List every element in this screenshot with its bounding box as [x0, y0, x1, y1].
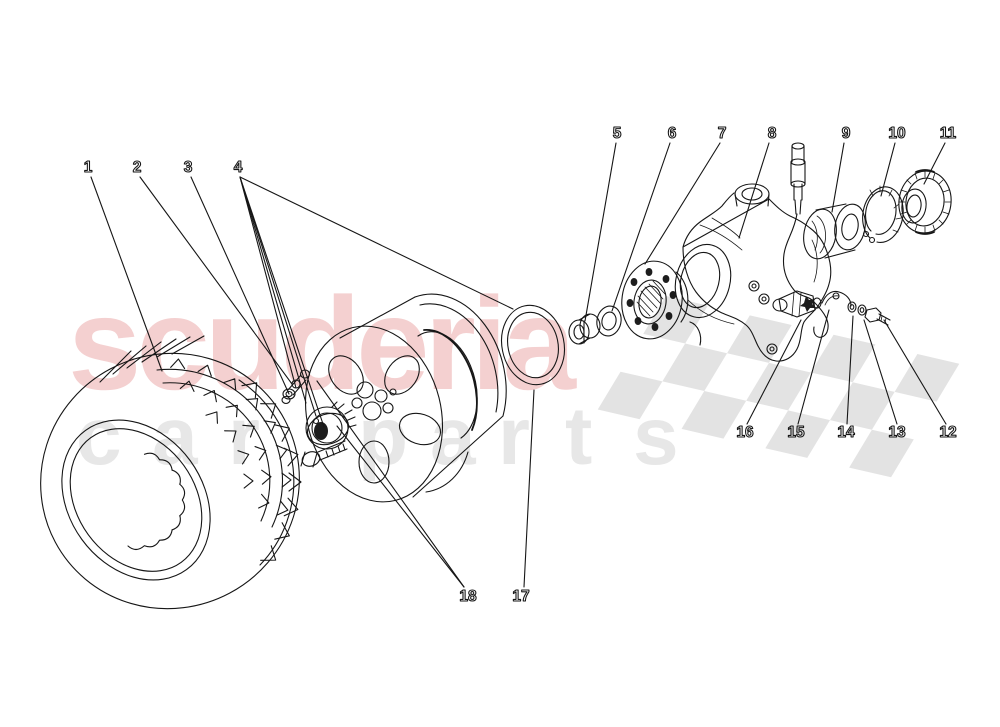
- watermark-letter: a: [430, 391, 476, 482]
- leader-line-2: [139, 176, 293, 385]
- leader-line-4: [239, 176, 297, 389]
- callout-label-9: 9: [842, 125, 851, 142]
- hub-nut: [568, 313, 601, 345]
- sensor-cable: [782, 213, 829, 338]
- callout-label-17: 17: [512, 588, 529, 605]
- callout-label-6: 6: [668, 125, 677, 142]
- leader-line-17: [523, 389, 535, 588]
- wheel-hub: [621, 260, 689, 340]
- callout-label-11: 11: [940, 125, 957, 142]
- callout-label-12: 12: [939, 424, 956, 441]
- leader-line-5: [584, 142, 617, 322]
- phonic-wheel-cap: [898, 169, 952, 235]
- leader-line-4: [239, 176, 514, 310]
- flag-cell: [597, 371, 663, 420]
- leader-line-13: [863, 319, 898, 425]
- leader-line-7: [644, 142, 721, 265]
- callout-label-8: 8: [768, 125, 777, 142]
- leader-line-18: [316, 380, 465, 588]
- watermark-letter: r: [228, 391, 260, 482]
- leader-line-4: [239, 176, 317, 417]
- callout-label-2: 2: [133, 159, 142, 176]
- washer: [596, 305, 622, 337]
- callout-label-3: 3: [184, 159, 193, 176]
- abs-sensor-connector: [790, 142, 806, 215]
- callout-label-5: 5: [613, 125, 622, 142]
- leader-line-10: [880, 142, 896, 197]
- callout-label-14: 14: [837, 424, 855, 441]
- wheel-bearing: [803, 203, 866, 260]
- sensor-clip: [821, 290, 852, 307]
- flag-cell: [681, 391, 747, 439]
- leader-line-8: [738, 142, 770, 239]
- flag-cell: [829, 382, 895, 430]
- leader-line-12: [883, 319, 947, 425]
- callout-label-10: 10: [888, 125, 905, 142]
- callout-label-7: 7: [718, 125, 727, 142]
- leader-line-3: [190, 176, 290, 395]
- abs-sensor: [772, 290, 822, 318]
- callout-label-18: 18: [459, 588, 477, 605]
- flag-cell: [810, 334, 876, 383]
- watermark-letter: r: [498, 391, 530, 482]
- leader-line-16: [746, 319, 802, 425]
- callout-label-13: 13: [888, 424, 906, 441]
- callout-label-1: 1: [84, 159, 93, 176]
- flag-cell: [727, 315, 792, 363]
- flag-cell: [849, 429, 914, 478]
- callout-label-4: 4: [234, 159, 243, 176]
- wheel-rim: [304, 293, 507, 503]
- hub-carrier: [674, 183, 832, 362]
- wheel-center-lock: [300, 401, 357, 468]
- leader-line-18: [336, 425, 465, 588]
- flag-cell: [662, 343, 728, 392]
- leader-line-1: [90, 176, 163, 372]
- sensor-bolt: [864, 307, 891, 326]
- leader-line-6: [611, 142, 671, 312]
- leader-line-4: [239, 176, 325, 428]
- tire: [40, 335, 302, 610]
- watermark-letter: t: [565, 391, 593, 482]
- watermark-letter: c: [76, 391, 122, 482]
- leader-line-11: [923, 142, 946, 185]
- leader-line-15: [797, 309, 830, 425]
- leader-line-4: [239, 176, 307, 404]
- leader-line-14: [846, 315, 854, 425]
- callout-label-15: 15: [787, 424, 805, 441]
- flag-cell: [746, 362, 811, 411]
- seal-ring: [501, 304, 565, 386]
- callout-label-16: 16: [736, 424, 754, 441]
- sensor-washers: [847, 301, 867, 316]
- watermark-letter: a: [152, 391, 198, 482]
- snap-ring: [862, 185, 904, 244]
- flag-cell: [765, 410, 830, 458]
- leader-line-9: [831, 142, 845, 213]
